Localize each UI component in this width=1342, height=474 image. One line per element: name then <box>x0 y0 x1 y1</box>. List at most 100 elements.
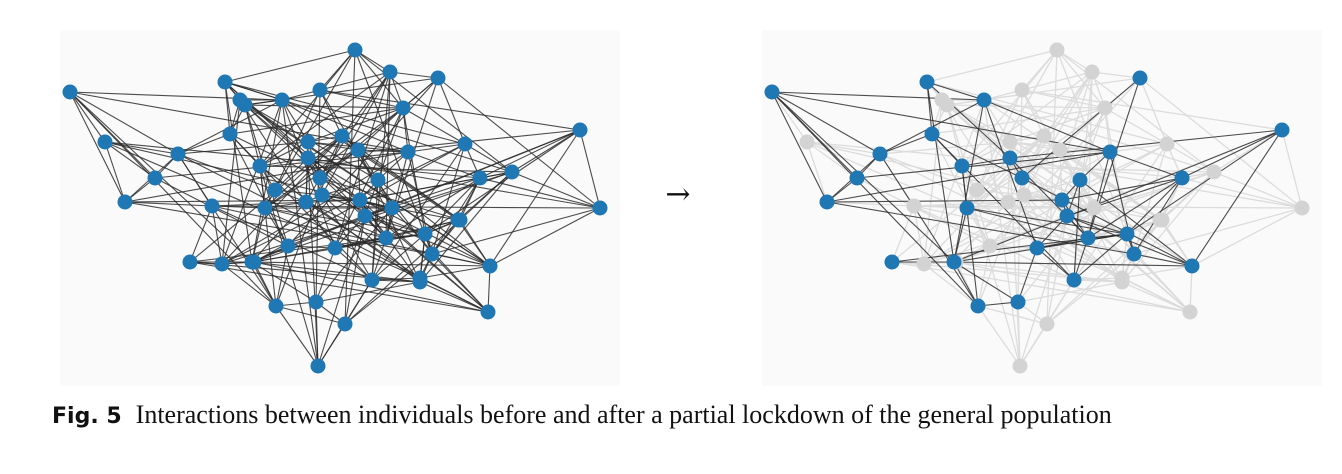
node-active <box>1174 170 1190 186</box>
edge-active <box>1061 177 1183 201</box>
edge-inactive <box>1009 157 1021 367</box>
edge-active <box>189 205 213 263</box>
edge-active <box>287 77 439 247</box>
node-active <box>1010 294 1026 310</box>
edge-active <box>419 265 491 279</box>
edge-inactive <box>891 261 1191 313</box>
edge-active <box>104 141 393 209</box>
edge-active <box>177 133 231 155</box>
edge-inactive <box>1023 194 1128 235</box>
node-active <box>919 74 935 90</box>
edge-inactive <box>977 305 1021 367</box>
edge-inactive <box>879 153 1191 313</box>
edge-inactive <box>1181 177 1303 209</box>
node-active <box>310 358 326 374</box>
node-active <box>268 298 284 314</box>
node-active <box>1054 192 1070 208</box>
node-active <box>378 230 394 246</box>
edge-active <box>251 99 283 263</box>
node-inactive <box>982 238 998 254</box>
edge-active <box>274 189 323 196</box>
edge-active <box>275 305 319 367</box>
edge-inactive <box>826 201 915 207</box>
edge-active <box>457 171 513 221</box>
node-inactive <box>1159 136 1175 152</box>
edge-active <box>315 281 421 303</box>
edge-active <box>961 157 1011 167</box>
edge-active <box>69 91 106 143</box>
edge-active <box>953 261 1019 303</box>
node-inactive <box>1036 128 1052 144</box>
edge-active <box>211 199 361 207</box>
edge-active <box>69 91 283 101</box>
node-active <box>1274 122 1290 138</box>
edge-active <box>259 141 309 167</box>
node-inactive <box>934 92 950 108</box>
edge-active <box>371 279 421 283</box>
node-active <box>872 146 888 162</box>
node-active <box>384 200 400 216</box>
edge-active <box>1036 237 1089 249</box>
edge-active <box>479 177 601 209</box>
edge-active <box>224 81 513 173</box>
node-active <box>214 256 230 272</box>
edge-active <box>771 91 1111 153</box>
node-active <box>412 274 428 290</box>
edge-active <box>926 81 985 101</box>
edge-active <box>1087 177 1183 239</box>
node-active <box>884 254 900 270</box>
node-inactive <box>1114 274 1130 290</box>
edge-inactive <box>923 135 1045 265</box>
edge-active <box>344 253 433 325</box>
edge-active <box>251 261 491 267</box>
edge-active <box>371 233 426 281</box>
edge-inactive <box>771 91 808 143</box>
edge-active <box>239 99 336 249</box>
edge-active <box>371 179 379 281</box>
edge-active <box>259 165 421 283</box>
edge-inactive <box>941 99 1193 267</box>
edge-inactive <box>1043 71 1093 137</box>
node-active <box>395 100 411 116</box>
edge-inactive <box>1046 253 1135 325</box>
node-active <box>364 272 380 288</box>
edge-active <box>1079 179 1193 267</box>
edge-active <box>221 99 241 265</box>
node-active <box>327 240 343 256</box>
node-active <box>572 122 588 138</box>
edge-inactive <box>1017 281 1123 303</box>
edge-active <box>239 99 491 267</box>
node-inactive <box>1084 64 1100 80</box>
edge-active <box>579 129 601 209</box>
edge-active <box>259 157 309 167</box>
node-active <box>417 226 433 242</box>
edge-active <box>104 141 156 179</box>
edge-active <box>244 104 289 247</box>
edge-inactive <box>961 141 1011 167</box>
edge-active <box>926 81 955 263</box>
edge-active <box>953 129 1283 263</box>
edge-active <box>424 129 581 235</box>
edge-active <box>259 165 277 307</box>
edge-active <box>319 89 343 137</box>
caption-text: Interactions between individuals before … <box>135 400 1112 429</box>
edge-inactive <box>879 153 978 191</box>
edge-active <box>253 261 277 307</box>
node-active <box>314 187 330 203</box>
node-inactive <box>1012 358 1028 374</box>
network-before-lockdown <box>60 30 620 386</box>
node-active <box>959 200 975 216</box>
node-active <box>300 134 316 150</box>
edge-inactive <box>1009 107 1106 143</box>
node-inactive <box>1182 304 1198 320</box>
edge-inactive <box>1121 265 1193 279</box>
edge-active <box>487 265 491 313</box>
edge-active <box>419 281 489 313</box>
node-active <box>954 158 970 174</box>
node-active <box>1059 208 1075 224</box>
edge-active <box>771 91 881 155</box>
node-inactive <box>1014 82 1030 98</box>
edge-active <box>771 91 828 203</box>
node-active <box>1102 144 1118 160</box>
edge-inactive <box>1046 49 1058 325</box>
